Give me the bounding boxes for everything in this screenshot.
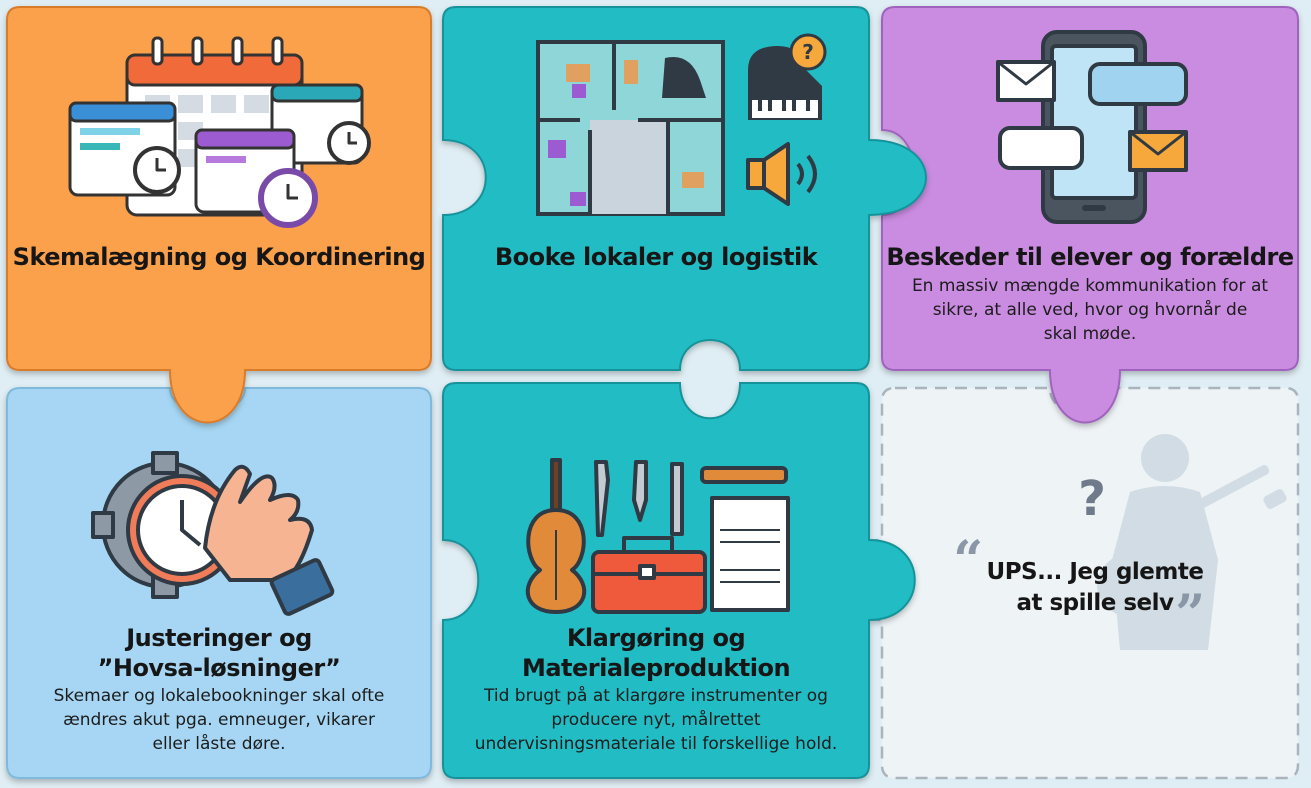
calendar-clock-icon [68,36,371,228]
scheduling-title: Skemalægning og Koordinering [12,243,426,271]
messages-description: En massiv mængde kommunikation for at si… [911,276,1269,344]
preparation-title: Klargøring og Materialeproduktion [521,624,791,682]
adjustments-description: Skemaer og lokalebookninger skal ofte æn… [53,686,385,754]
piano-question-icon: ? [748,33,827,120]
svg-text:?: ? [802,40,814,64]
messages-title: Beskeder til elever og forældre [886,243,1294,271]
floor-plan-icon [536,40,725,216]
speaker-icon [746,142,817,206]
gear-clock-hand-icon [91,451,335,616]
booking-title: Booke lokaler og logistik [494,243,818,271]
piece-missing [834,386,1300,780]
preparation-description: Tid brugt på at klargøre instrumenter og… [474,686,838,754]
svg-text:?: ? [1078,471,1106,527]
quote-open: “ [953,530,983,591]
missing-text: UPS... Jeg glemte at spille selv [986,559,1204,616]
phone-messages-icon [996,30,1188,224]
quote-close: ” [1175,584,1205,645]
adjustments-title: Justeringer og ”Hovsa-løsninger” [97,624,341,682]
question-mark-icon: ? [1078,471,1106,527]
guitar-player-silhouette-icon [1097,434,1287,650]
violin-toolbox-icon [525,458,790,614]
